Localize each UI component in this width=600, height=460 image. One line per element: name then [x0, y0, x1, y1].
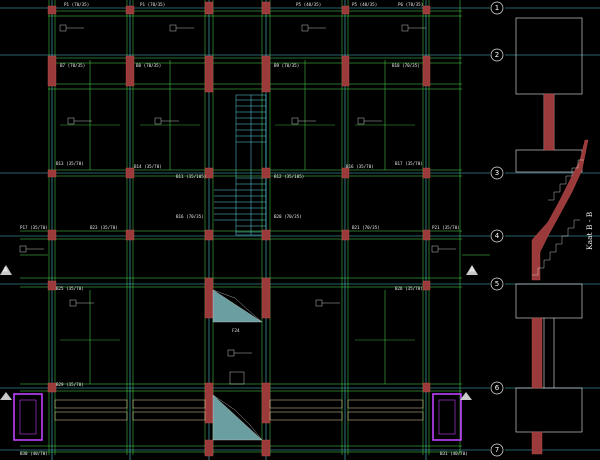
beam-label: B20 (70/35) — [274, 214, 302, 219]
dimension-ticks — [60, 124, 415, 341]
beam-label: B12 (35/105) — [274, 174, 304, 179]
beam-label: B17 (35/70) — [395, 161, 423, 166]
beam-label: P5 (40/35) — [352, 2, 377, 7]
beam-label: B25 (35/70) — [56, 286, 84, 291]
section-marker-a-left: A — [3, 266, 8, 274]
section-title: Kaat B - B — [585, 211, 594, 250]
beam-label: P5 (40/35) — [296, 2, 321, 7]
grid-number: 2 — [495, 51, 499, 59]
beam-label: B11 (35/105) — [176, 174, 206, 179]
grid-number: 3 — [495, 169, 499, 177]
highlight-inner — [19, 399, 456, 435]
beam-label: B9 (70/35) — [274, 63, 299, 68]
grid-number: 7 — [495, 446, 499, 454]
beam-label: P1 (70/35) — [64, 2, 89, 7]
beam-label: P1 (70/35) — [140, 2, 165, 7]
columns — [47, 1, 431, 457]
beam-lines — [20, 0, 490, 455]
beam-label: B26 (35/70) — [395, 286, 423, 291]
beam-label: P17 (35/70) — [20, 225, 48, 230]
grid-number: 1 — [495, 4, 499, 12]
section-marker-a-right: A — [470, 266, 475, 274]
beam-label: B30 (40/70) — [20, 451, 48, 456]
beam-label: B31 (40/70) — [440, 451, 468, 456]
beam-label: B10 (70/35) — [392, 63, 420, 68]
ramp-outlines — [212, 289, 263, 441]
beam-label: B16 (70/35) — [176, 214, 204, 219]
grid-number: 5 — [495, 280, 499, 288]
highlighted-columns — [13, 393, 462, 441]
beam-label: P21 (35/70) — [432, 225, 460, 230]
ramp-wedges — [212, 289, 263, 441]
slab-tag: F24 — [232, 328, 240, 333]
bottom-beam-strip — [54, 399, 424, 421]
beam-label: B13 (35/70) — [56, 161, 84, 166]
beam-label: B29 (35/70) — [56, 382, 84, 387]
grid-number: 6 — [495, 384, 500, 392]
staircase — [214, 94, 267, 236]
section-cut-markers — [0, 265, 478, 400]
grid-bubbles — [490, 1, 504, 457]
beam-label: B23 (35/70) — [90, 225, 118, 230]
section-stair-steps — [532, 159, 584, 276]
beam-label: B16 (35/70) — [346, 164, 374, 169]
section-stair — [531, 93, 589, 455]
grid-number: 4 — [495, 232, 500, 240]
beam-label-group: P1 (70/35) P1 (70/35) P5 (40/35) P5 (40/… — [20, 2, 468, 456]
rebar-tags — [19, 24, 456, 385]
beam-label: B14 (35/70) — [134, 164, 162, 169]
beam-label: P6 (70/35) — [398, 2, 423, 7]
beam-label: B7 (70/35) — [60, 63, 85, 68]
beam-label: B21 (70/35) — [352, 225, 380, 230]
beam-label: B8 (70/35) — [136, 63, 161, 68]
